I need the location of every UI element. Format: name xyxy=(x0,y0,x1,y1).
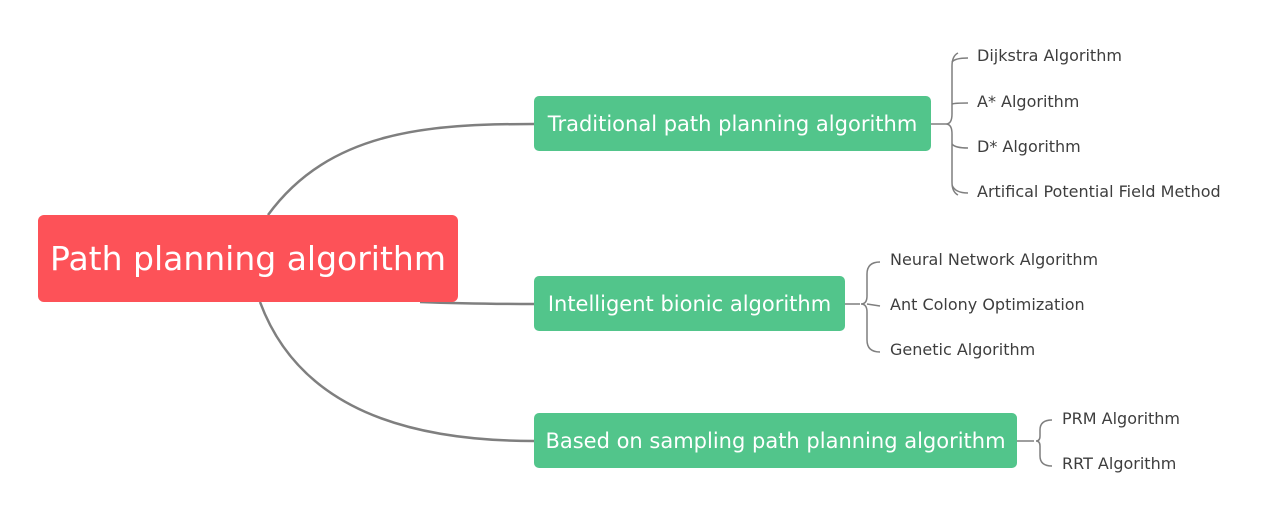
branch-node-label: Based on sampling path planning algorith… xyxy=(545,428,1006,453)
leaf-node-ant-colony[interactable]: Ant Colony Optimization xyxy=(890,295,1085,314)
leaf-node-prm[interactable]: PRM Algorithm xyxy=(1062,409,1181,428)
leaf-node-artificial-potential-field[interactable]: Artifical Potential Field Method xyxy=(977,182,1221,201)
leaf-tick-2-2 xyxy=(866,303,881,307)
root-node[interactable]: Path planning algorithm xyxy=(38,215,458,302)
connector-root-branch-2 xyxy=(419,300,535,306)
leaf-tick-1-3 xyxy=(951,143,969,149)
leaf-node-rrt[interactable]: RRT Algorithm xyxy=(1062,454,1177,473)
branch-node-traditional[interactable]: Traditional path planning algorithm xyxy=(534,96,931,151)
connector-root-branch-3 xyxy=(258,301,535,443)
leaf-tick-1-4 xyxy=(951,184,969,194)
leaf-node-neural-network[interactable]: Neural Network Algorithm xyxy=(890,250,1099,269)
leaf-tick-1-1 xyxy=(951,57,969,63)
leaf-node-dijkstra[interactable]: Dijkstra Algorithm xyxy=(977,46,1122,65)
branch-node-intelligent-bionic[interactable]: Intelligent bionic algorithm xyxy=(534,276,845,331)
leaf-node-a-star[interactable]: A* Algorithm xyxy=(977,92,1080,111)
leaf-node-d-star[interactable]: D* Algorithm xyxy=(977,137,1081,156)
leaf-tick-1-2 xyxy=(951,102,969,105)
connector-root-branch-1 xyxy=(266,122,535,216)
bracket-branch-1 xyxy=(931,52,959,196)
bracket-branch-2 xyxy=(845,261,881,353)
leaf-node-genetic[interactable]: Genetic Algorithm xyxy=(890,340,1036,359)
branch-node-label: Intelligent bionic algorithm xyxy=(547,291,832,316)
root-node-label: Path planning algorithm xyxy=(50,239,446,278)
branch-node-sampling[interactable]: Based on sampling path planning algorith… xyxy=(534,413,1017,468)
bracket-branch-3 xyxy=(1017,419,1053,467)
branch-node-label: Traditional path planning algorithm xyxy=(547,111,918,136)
